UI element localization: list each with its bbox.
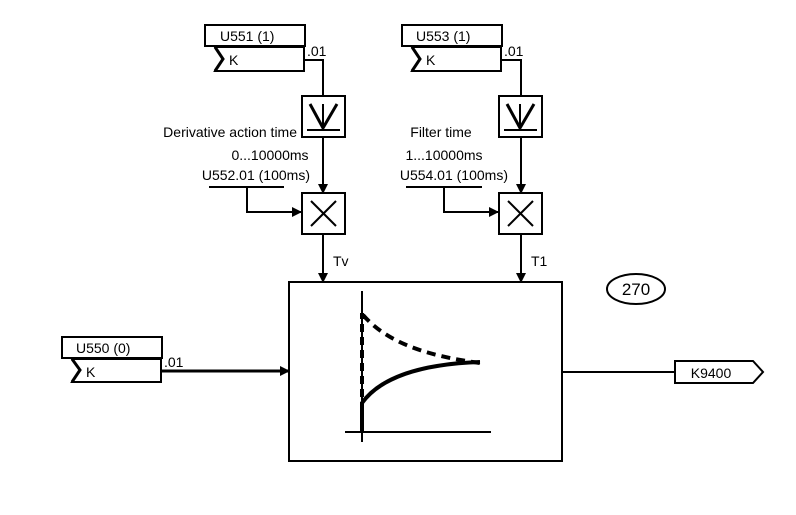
filter-title: Filter time [410, 124, 472, 140]
absolute-value-icon [307, 103, 340, 132]
multiply-icon [310, 200, 337, 227]
connector-u553-param: U553 (1) [416, 28, 470, 44]
connector-u551-index: .01 [307, 43, 327, 59]
filter-range: 1...10000ms [405, 147, 482, 163]
multiply-icon [507, 200, 534, 227]
connector-u553[interactable]: U553 (1) K .01 [401, 24, 524, 72]
absolute-value-icon [504, 103, 537, 132]
multiplier-block-filter [498, 192, 543, 235]
output-connector-label: K9400 [691, 365, 732, 381]
sheet-number-badge: 270 [606, 273, 666, 305]
input-chevron-icon [410, 46, 422, 72]
dt1-function-block [288, 281, 563, 462]
derivative-param: U552.01 (100ms) [202, 167, 310, 183]
connector-u551-type: K [229, 52, 239, 68]
tv-label: Tv [333, 253, 349, 269]
sheet-number: 270 [622, 280, 650, 299]
step-response-graph-icon [345, 291, 491, 442]
connector-u553-type: K [426, 52, 436, 68]
derivative-title: Derivative action time [163, 124, 297, 140]
connector-u553-index: .01 [504, 43, 524, 59]
connector-u550[interactable]: U550 (0) K .01 [61, 336, 184, 383]
connector-u550-type: K [86, 364, 96, 380]
wire-u551-to-limiter [305, 59, 324, 96]
connector-u551-param: U551 (1) [220, 28, 274, 44]
connector-u550-param: U550 (0) [76, 340, 130, 356]
connector-u550-index: .01 [164, 354, 184, 370]
connector-u551[interactable]: U551 (1) K .01 [204, 24, 327, 72]
filter-param: U554.01 (100ms) [400, 167, 508, 183]
input-chevron-icon [213, 46, 225, 72]
wire-filter-param [443, 187, 499, 217]
derivative-range: 0...10000ms [231, 147, 308, 163]
connector-k9400[interactable]: K9400 [674, 360, 765, 384]
limiter-block-derivative [301, 95, 346, 138]
limiter-block-filter [498, 95, 543, 138]
t1-label: T1 [531, 253, 548, 269]
multiplier-block-derivative [301, 192, 346, 235]
wire-derivative-param [246, 187, 302, 217]
input-chevron-icon [70, 358, 82, 383]
wire-u553-to-limiter [502, 59, 522, 96]
